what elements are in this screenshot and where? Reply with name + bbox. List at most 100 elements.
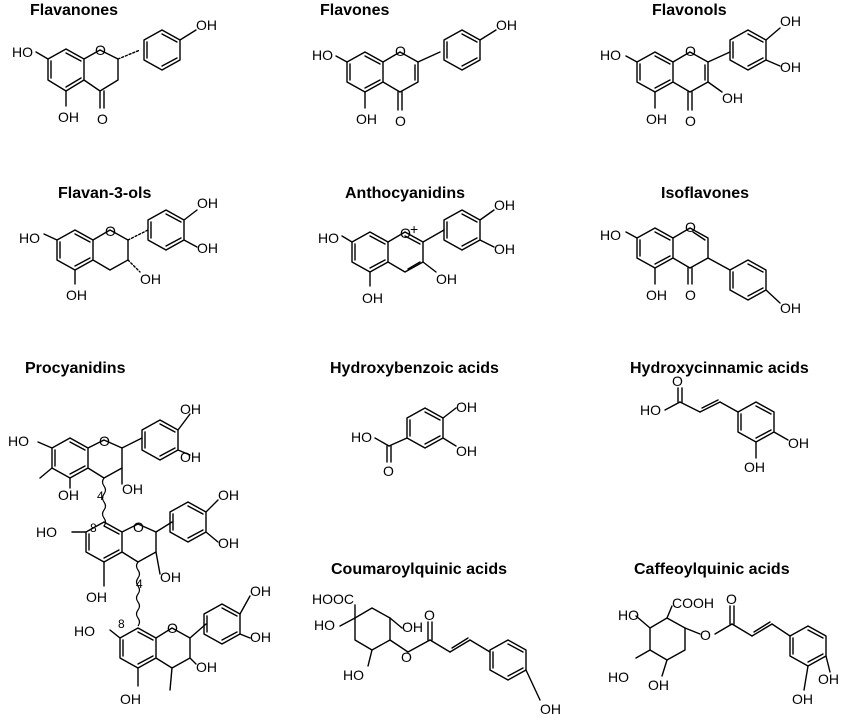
structure-flavonols: O OH OH OH HO OH O xyxy=(600,13,801,129)
atom-oh: OH xyxy=(780,300,801,316)
atom-oh: OH xyxy=(218,487,239,503)
structure-caffeoylquinic-acids: COOH HO HO OH O O OH OH xyxy=(608,591,839,707)
atom-oh: OH xyxy=(356,111,377,127)
atom-oh: OH xyxy=(648,677,669,693)
atom-oh: OH xyxy=(86,589,107,605)
atom-o: O xyxy=(685,43,696,59)
atom-oh: OH xyxy=(197,240,218,256)
atom-oh: OH xyxy=(402,619,423,635)
atom-oh: OH xyxy=(196,17,217,33)
atom-oh: OH xyxy=(722,90,743,106)
title-coumaroylquinic-acids: Coumaroylquinic acids xyxy=(331,561,507,578)
atom-oh: OH xyxy=(818,671,839,687)
atom-oh: OH xyxy=(788,435,809,451)
atom-o: O xyxy=(99,433,110,449)
title-anthocyanidins: Anthocyanidins xyxy=(345,185,465,202)
structure-isoflavones: O OH HO OH O xyxy=(600,219,801,316)
atom-oh: OH xyxy=(744,459,765,475)
title-caffeoylquinic-acids: Caffeoylquinic acids xyxy=(634,561,790,578)
atom-ho: HO xyxy=(314,617,335,633)
atom-o: O xyxy=(424,607,435,623)
group-hooc: HOOC xyxy=(312,591,354,607)
title-flavan-3-ols: Flavan-3-ols xyxy=(58,185,151,202)
atom-oh: OH xyxy=(197,195,218,211)
atom-o: O xyxy=(400,225,411,241)
position-4: 4 xyxy=(97,489,104,503)
structure-coumaroylquinic-acids: HOOC HO OH HO O O OH xyxy=(312,591,561,717)
title-hydroxycinnamic-acids: Hydroxycinnamic acids xyxy=(630,360,809,377)
atom-oh: OH xyxy=(362,290,383,306)
atom-oh: OH xyxy=(456,399,477,415)
atom-ho: HO xyxy=(640,402,661,418)
charge-plus: + xyxy=(410,221,418,237)
atom-ho: HO xyxy=(318,230,339,246)
atom-oh: OH xyxy=(58,109,79,125)
structure-hydroxycinnamic-acids: O HO OH OH xyxy=(640,373,809,475)
atom-o: O xyxy=(167,620,178,636)
atom-o: O xyxy=(395,113,406,129)
atom-ho: HO xyxy=(19,230,40,246)
atom-oh: OH xyxy=(780,13,801,29)
atom-o: O xyxy=(95,42,106,58)
atom-o: O xyxy=(395,43,406,59)
atom-oh: OH xyxy=(140,271,161,287)
title-flavanones: Flavanones xyxy=(30,2,118,19)
position-8: 8 xyxy=(118,617,125,631)
title-flavones: Flavones xyxy=(320,2,389,19)
atom-ho: HO xyxy=(343,667,364,683)
atom-o: O xyxy=(672,373,683,389)
atom-oh: OH xyxy=(540,701,561,717)
atom-oh: OH xyxy=(66,287,87,303)
atom-o: O xyxy=(685,287,696,303)
atom-ho: HO xyxy=(36,524,57,540)
atom-ho: HO xyxy=(608,669,629,685)
atom-oh: OH xyxy=(780,59,801,75)
atom-ho: HO xyxy=(351,429,372,445)
structure-anthocyanidins: O + OH OH OH HO OH xyxy=(318,197,515,306)
atom-o: O xyxy=(726,591,737,607)
atom-o: O xyxy=(401,649,412,665)
atom-oh: OH xyxy=(250,583,271,599)
atom-oh: OH xyxy=(436,271,457,287)
title-flavonols: Flavonols xyxy=(652,2,727,19)
structure-hydroxybenzoic-acids: OH OH HO O xyxy=(351,399,477,479)
structure-flavones: O OH HO OH O xyxy=(312,17,517,129)
structure-flavan-3-ols: O OH OH OH HO OH xyxy=(19,195,218,303)
atom-oh: OH xyxy=(494,197,515,213)
atom-oh: OH xyxy=(122,481,143,497)
title-hydroxybenzoic-acids: Hydroxybenzoic acids xyxy=(330,360,499,377)
structure-procyanidins: O OH OH OH HO OH 4 8 O OH OH OH HO OH 4 xyxy=(8,401,271,707)
atom-o: O xyxy=(105,223,116,239)
atom-oh: OH xyxy=(180,401,201,417)
atom-oh: OH xyxy=(250,629,271,645)
position-4: 4 xyxy=(136,577,143,591)
atom-oh: OH xyxy=(218,535,239,551)
atom-oh: OH xyxy=(160,569,181,585)
atom-ho: HO xyxy=(600,227,621,243)
position-8: 8 xyxy=(90,521,97,535)
atom-oh: OH xyxy=(120,691,141,707)
atom-oh: OH xyxy=(196,659,217,675)
atom-o: O xyxy=(700,627,711,643)
atom-o: O xyxy=(685,219,696,235)
atom-o: O xyxy=(133,519,144,535)
atom-oh: OH xyxy=(646,111,667,127)
atom-oh: OH xyxy=(646,287,667,303)
atom-oh: OH xyxy=(180,449,201,465)
atom-ho: HO xyxy=(312,47,333,63)
atom-ho: HO xyxy=(74,623,95,639)
atom-oh: OH xyxy=(456,443,477,459)
atom-ho: HO xyxy=(600,47,621,63)
title-isoflavones: Isoflavones xyxy=(661,185,749,202)
atom-oh: OH xyxy=(792,691,813,707)
structure-flavanones: O OH HO OH O xyxy=(12,17,217,127)
group-cooh: COOH xyxy=(672,595,714,611)
atom-ho: HO xyxy=(12,44,33,60)
atom-oh: OH xyxy=(496,17,517,33)
title-procyanidins: Procyanidins xyxy=(25,360,126,377)
atom-o: O xyxy=(383,463,394,479)
atom-ho: HO xyxy=(8,433,29,449)
atom-o: O xyxy=(97,111,108,127)
atom-ho: HO xyxy=(618,607,639,623)
